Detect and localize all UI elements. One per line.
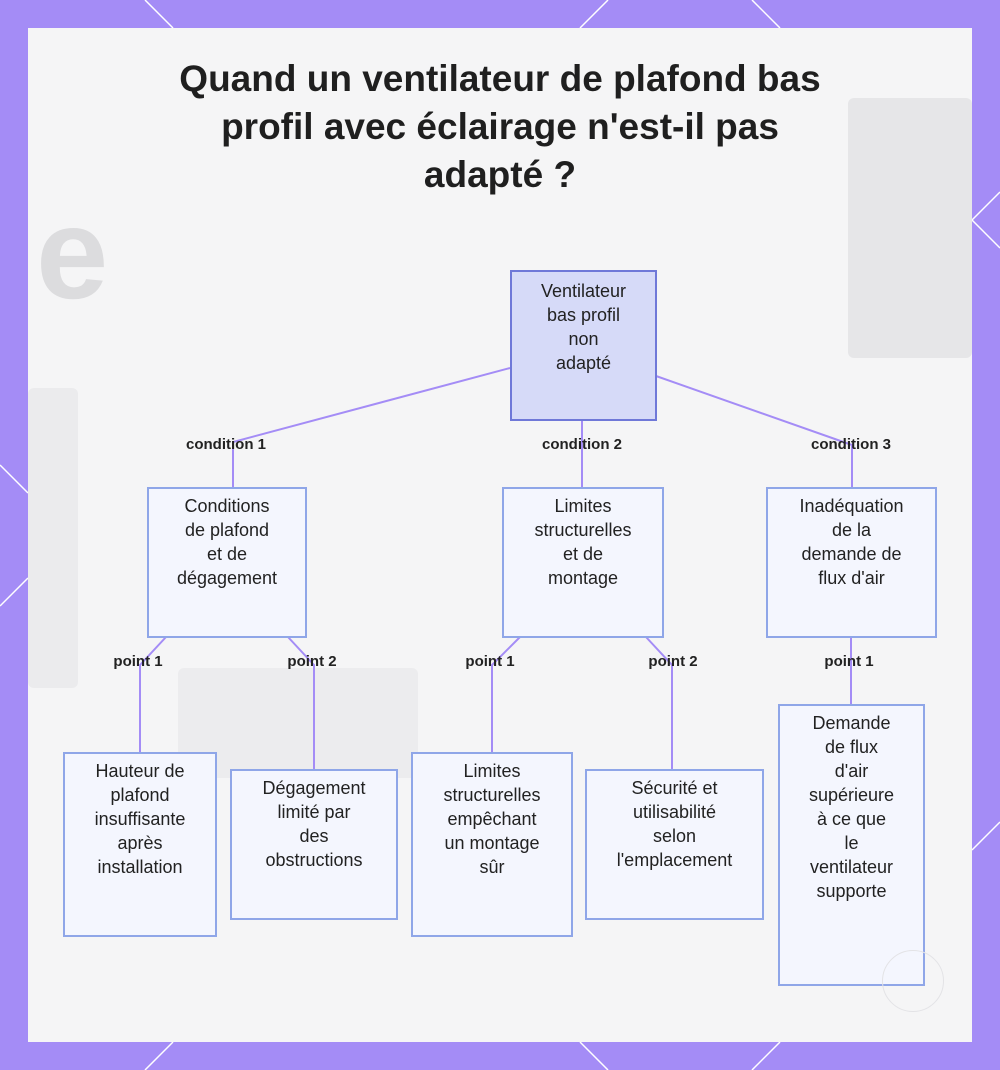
- node-text-line: obstructions: [265, 849, 363, 870]
- node-text-line: de la: [831, 519, 872, 540]
- node-text-line: empêchant: [447, 808, 537, 829]
- background-decoration: [848, 98, 972, 358]
- node-text-line: adapté: [555, 352, 612, 373]
- point-node-5: Demande de flux d'air supérieure à ce qu…: [778, 704, 925, 986]
- node-text-line: de plafond: [184, 519, 270, 540]
- edge-root-condition-1: [232, 367, 511, 488]
- node-text-line: selon: [652, 825, 697, 846]
- point-node-2: Dégagement limité par des obstructions: [230, 769, 398, 920]
- edge-label-condition-2: condition 2: [542, 436, 622, 453]
- condition-node-3: Inadéquation de la demande de flux d'air: [766, 487, 937, 638]
- node-text-line: utilisabilité: [632, 801, 717, 822]
- node-text-line: dégagement: [176, 567, 278, 588]
- node-text-line: supérieure: [808, 784, 895, 805]
- node-text-line: de flux: [824, 736, 879, 757]
- edge-label-point: point 1: [824, 653, 874, 670]
- node-text-line: bas profil: [546, 304, 621, 325]
- title-line: profil avec éclairage n'est-il pas: [221, 106, 779, 148]
- node-text-line: installation: [97, 856, 183, 877]
- node-text-line: Hauteur de: [95, 761, 185, 781]
- node-text-line: plafond: [110, 784, 170, 805]
- node-text-line: Dégagement: [262, 778, 366, 798]
- node-text-line: des: [299, 825, 329, 846]
- node-text-line: Limites: [463, 761, 521, 781]
- node-text-line: Conditions: [184, 496, 270, 516]
- background-letter-decoration: e: [36, 180, 109, 326]
- edge-root-condition-3: [655, 375, 853, 488]
- condition-node-1: Conditions de plafond et de dégagement: [147, 487, 307, 638]
- node-text-line: supporte: [816, 880, 887, 901]
- node-text-line: non: [568, 328, 599, 349]
- point-node-4: Sécurité et utilisabilité selon l'emplac…: [585, 769, 764, 920]
- root-node: Ventilateur bas profil non adapté: [510, 270, 657, 421]
- node-text-line: Ventilateur: [540, 281, 627, 301]
- node-text-line: Limites: [554, 496, 612, 516]
- node-text-line: structurelles: [443, 784, 541, 805]
- node-text-line: Demande: [812, 713, 891, 733]
- background-decoration: [178, 668, 418, 778]
- node-text-line: structurelles: [534, 519, 632, 540]
- node-text-line: ventilateur: [809, 856, 894, 877]
- node-text-line: à ce que: [816, 808, 887, 829]
- edge-condition-2-point-1: [491, 636, 521, 753]
- title-line: Quand un ventilateur de plafond bas: [179, 58, 821, 99]
- title-line: adapté ?: [423, 154, 577, 196]
- edge-label-condition-1: condition 1: [186, 436, 266, 453]
- point-node-3: Limites structurelles empêchant un monta…: [411, 752, 573, 937]
- watermark-logo: [882, 950, 944, 1012]
- node-text-line: Inadéquation: [799, 496, 904, 516]
- edge-label-point: point 2: [287, 653, 337, 670]
- node-text-line: l'emplacement: [616, 849, 733, 870]
- node-text-line: le: [844, 832, 859, 853]
- node-text-line: limité par: [277, 801, 351, 822]
- node-text-line: insuffisante: [94, 808, 186, 829]
- node-text-line: demande de: [801, 543, 902, 564]
- edge-condition-2-point-2: [645, 636, 673, 770]
- edge-label-point: point 2: [648, 653, 698, 670]
- edge-label-point: point 1: [465, 653, 515, 670]
- edge-label-point: point 1: [113, 653, 163, 670]
- node-text-line: flux d'air: [818, 567, 885, 588]
- node-text-line: et de: [206, 543, 248, 564]
- edge-condition-1-point-2: [287, 636, 315, 770]
- edge-condition-1-point-1: [139, 636, 167, 753]
- node-text-line: Sécurité et: [631, 778, 718, 798]
- diagram-title: Quand un ventilateur de plafond bas prof…: [0, 55, 1000, 199]
- node-text-line: d'air: [834, 760, 869, 781]
- node-text-line: sûr: [479, 856, 505, 877]
- condition-node-2: Limites structurelles et de montage: [502, 487, 664, 638]
- node-text-line: et de: [562, 543, 604, 564]
- node-text-line: un montage: [444, 832, 540, 853]
- edge-label-condition-3: condition 3: [811, 436, 891, 453]
- background-decoration: [28, 388, 78, 688]
- node-text-line: montage: [547, 567, 619, 588]
- node-text-line: après: [117, 832, 163, 853]
- point-node-1: Hauteur de plafond insuffisante après in…: [63, 752, 217, 937]
